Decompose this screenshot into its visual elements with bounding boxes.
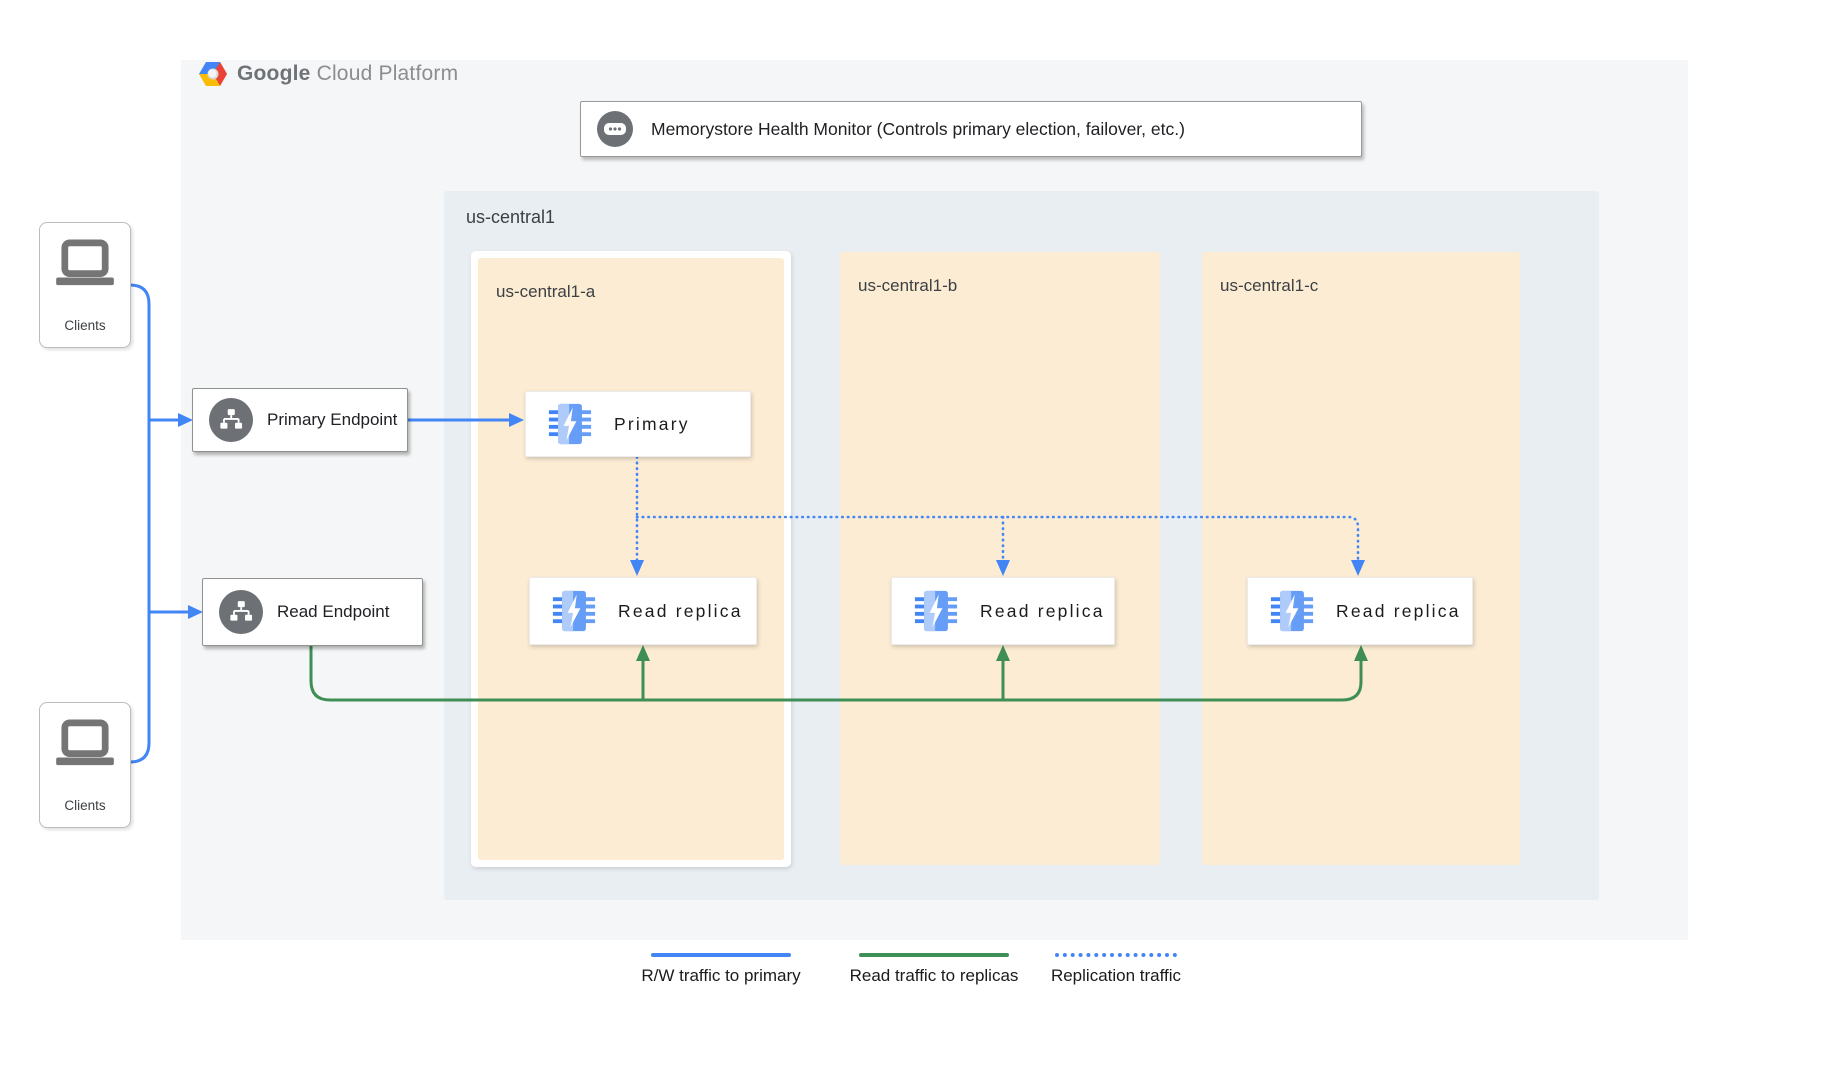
- read-endpoint-box: Read Endpoint: [202, 578, 423, 646]
- gcp-hexagon-icon: [199, 62, 227, 86]
- zone-us-central1-a: us-central1-a: [471, 251, 791, 867]
- legend-replication-traffic: Replication traffic: [1048, 953, 1184, 986]
- read-replica-b-label: Read replica: [980, 600, 1105, 621]
- zone-us-central1-b: us-central1-b: [840, 252, 1160, 865]
- read-endpoint-label: Read Endpoint: [277, 602, 390, 621]
- primary-node-box: Primary: [525, 391, 751, 457]
- gcp-logo: Google Cloud Platform: [199, 62, 458, 86]
- laptop-icon: [56, 239, 114, 286]
- region-label: us-central1: [466, 207, 556, 227]
- memorystore-icon: [914, 590, 958, 632]
- read-replica-b-box: Read replica: [891, 577, 1115, 645]
- health-monitor-box: Memorystore Health Monitor (Controls pri…: [580, 101, 1362, 157]
- zone-c-label: us-central1-c: [1220, 276, 1319, 295]
- memorystore-icon: [552, 590, 596, 632]
- chat-ellipsis-icon: [597, 111, 633, 147]
- legend-line-blue-dotted: [1055, 953, 1177, 957]
- zone-a-fill: us-central1-a: [478, 258, 784, 860]
- gcp-logo-text: Google Cloud Platform: [237, 62, 458, 86]
- memorystore-icon: [548, 403, 592, 445]
- legend-rw-label: R/W traffic to primary: [641, 966, 801, 985]
- laptop-icon: [56, 719, 114, 766]
- clients-bottom-label: Clients: [64, 798, 106, 813]
- clients-top-label: Clients: [64, 318, 106, 333]
- primary-endpoint-label: Primary Endpoint: [267, 410, 398, 429]
- network-sitemap-icon: [209, 398, 253, 442]
- legend-read-label: Read traffic to replicas: [849, 966, 1019, 985]
- primary-label: Primary: [614, 413, 690, 434]
- zone-b-label: us-central1-b: [858, 276, 958, 295]
- primary-endpoint-box: Primary Endpoint: [192, 388, 408, 452]
- legend-line-blue-solid: [651, 953, 791, 957]
- legend-replication-label: Replication traffic: [1050, 966, 1182, 985]
- zone-a-label: us-central1-a: [496, 282, 596, 301]
- read-replica-a-box: Read replica: [529, 577, 757, 645]
- read-replica-c-label: Read replica: [1336, 600, 1461, 621]
- clients-bottom-box: Clients: [39, 702, 131, 828]
- read-replica-a-label: Read replica: [618, 600, 743, 621]
- network-sitemap-icon: [219, 590, 263, 634]
- legend-line-green-solid: [859, 953, 1009, 957]
- read-replica-c-box: Read replica: [1247, 577, 1473, 645]
- memorystore-icon: [1270, 590, 1314, 632]
- brand-name: Google: [237, 62, 311, 85]
- zone-us-central1-c: us-central1-c: [1202, 252, 1520, 865]
- clients-top-box: Clients: [39, 222, 131, 348]
- legend-rw-traffic: R/W traffic to primary: [635, 953, 807, 986]
- brand-suffix: Cloud Platform: [316, 62, 459, 85]
- health-monitor-label: Memorystore Health Monitor (Controls pri…: [651, 118, 1185, 139]
- legend-read-traffic: Read traffic to replicas: [850, 953, 1018, 986]
